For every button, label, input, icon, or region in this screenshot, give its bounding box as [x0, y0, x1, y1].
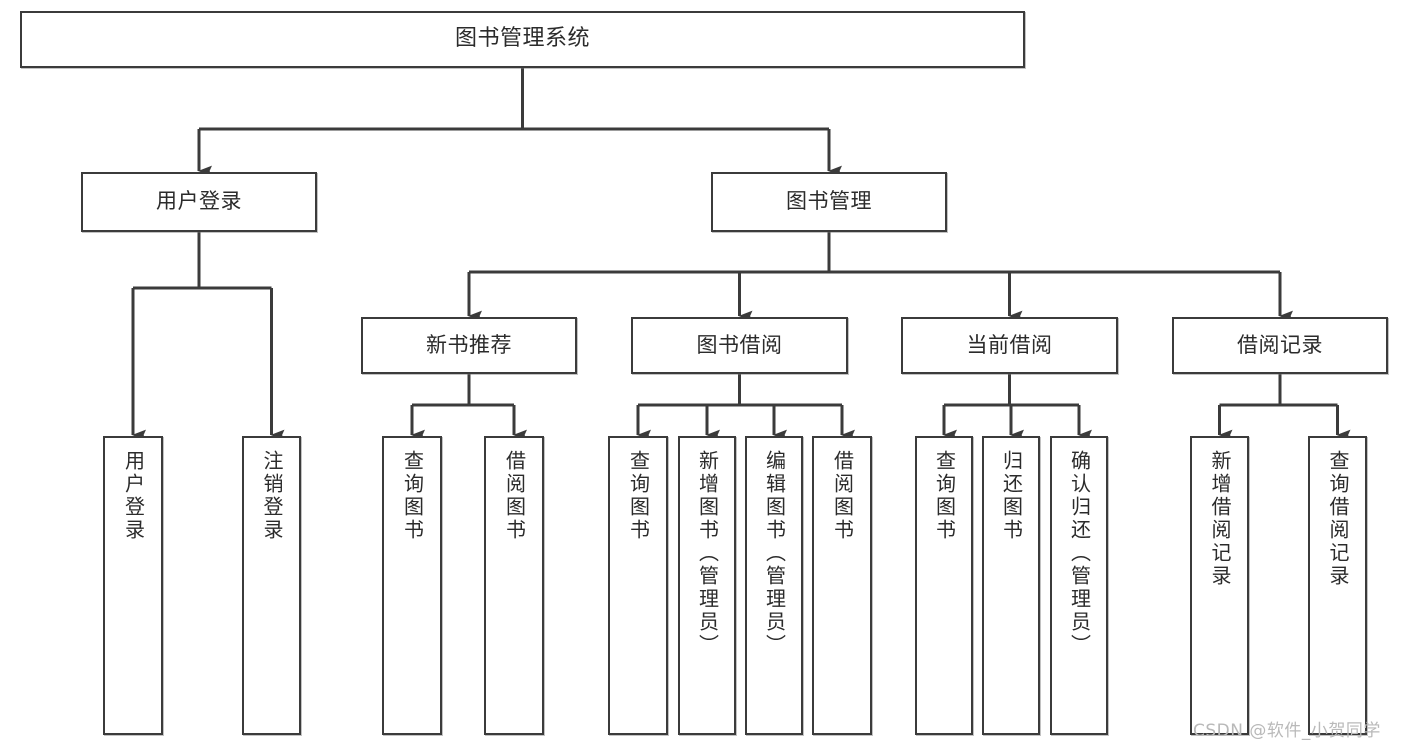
- node-label-leaf-re-add: 新增借阅记录: [1208, 450, 1232, 588]
- node-root[interactable]: 图书管理系统: [20, 11, 1025, 68]
- node-leaf-re-add[interactable]: 新增借阅记录: [1190, 436, 1249, 735]
- node-label-leaf-re-query: 查询借阅记录: [1326, 450, 1350, 588]
- node-leaf-re-query[interactable]: 查询借阅记录: [1308, 436, 1367, 735]
- node-label-leaf-login: 用户登录: [121, 450, 146, 542]
- node-label-bookmgmt: 图书管理: [786, 189, 872, 214]
- node-leaf-login[interactable]: 用户登录: [103, 436, 163, 735]
- node-label-newbook: 新书推荐: [426, 332, 512, 357]
- node-label-leaf-nb-borrow: 借阅图书: [502, 450, 527, 542]
- node-leaf-bo-edit[interactable]: 编辑图书（管理员）: [745, 436, 803, 735]
- node-leaf-cu-query[interactable]: 查询图书: [915, 436, 973, 735]
- node-label-leaf-bo-query: 查询图书: [626, 450, 651, 542]
- node-label-leaf-logout: 注销登录: [260, 450, 284, 542]
- node-label-borrow: 图书借阅: [696, 332, 783, 357]
- node-label-current: 当前借阅: [966, 332, 1053, 357]
- node-leaf-cu-confirm[interactable]: 确认归还（管理员）: [1050, 436, 1108, 735]
- node-label-leaf-bo-edit: 编辑图书（管理员）: [762, 450, 787, 657]
- node-bookmgmt[interactable]: 图书管理: [711, 172, 947, 232]
- node-label-leaf-bo-lend: 借阅图书: [830, 450, 855, 542]
- node-leaf-bo-add[interactable]: 新增图书（管理员）: [678, 436, 736, 735]
- node-newbook[interactable]: 新书推荐: [361, 317, 577, 374]
- node-leaf-bo-lend[interactable]: 借阅图书: [812, 436, 872, 735]
- node-label-leaf-cu-query: 查询图书: [932, 450, 957, 542]
- node-leaf-bo-query[interactable]: 查询图书: [608, 436, 668, 735]
- node-leaf-nb-query[interactable]: 查询图书: [382, 436, 442, 735]
- node-label-leaf-nb-query: 查询图书: [400, 450, 425, 542]
- csdn-watermark: CSDN @软件_小贺同学: [1193, 721, 1381, 741]
- node-leaf-logout[interactable]: 注销登录: [242, 436, 301, 735]
- node-label-leaf-bo-add: 新增图书（管理员）: [695, 450, 720, 657]
- node-current[interactable]: 当前借阅: [901, 317, 1118, 374]
- node-label-root: 图书管理系统: [454, 26, 590, 52]
- node-label-login: 用户登录: [156, 189, 242, 214]
- node-label-records: 借阅记录: [1237, 332, 1323, 357]
- node-label-leaf-cu-confirm: 确认归还（管理员）: [1067, 450, 1092, 657]
- node-label-leaf-cu-return: 归还图书: [999, 450, 1024, 542]
- node-borrow[interactable]: 图书借阅: [631, 317, 848, 374]
- node-records[interactable]: 借阅记录: [1172, 317, 1388, 374]
- node-login[interactable]: 用户登录: [81, 172, 317, 232]
- node-leaf-nb-borrow[interactable]: 借阅图书: [484, 436, 544, 735]
- node-leaf-cu-return[interactable]: 归还图书: [982, 436, 1040, 735]
